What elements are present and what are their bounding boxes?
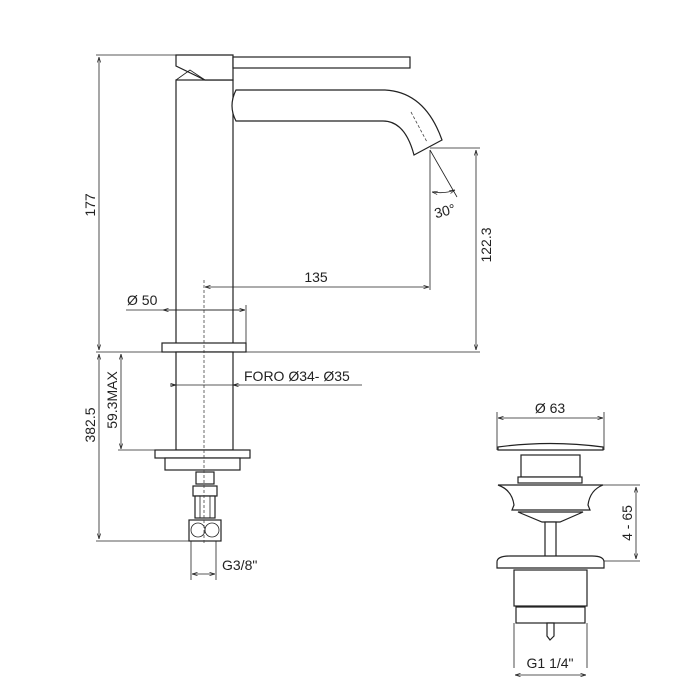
base-diameter-label: Ø 50: [127, 292, 158, 308]
drain-cap: [497, 442, 604, 451]
drain-dimensions: Ø 63 4 - 65 G1 1/4": [496, 400, 640, 675]
max-thickness-label: 59.3MAX: [104, 371, 120, 429]
drain-flange: [497, 484, 604, 511]
thickness-range-label: 4 - 65: [619, 505, 635, 541]
spout-reach-label: 135: [304, 269, 328, 285]
hole-diameter-label: FORO Ø34- Ø35: [244, 368, 350, 384]
drain-drawing: [496, 442, 605, 641]
thread-label: G1 1/4": [527, 655, 574, 671]
drain-pin: [546, 622, 555, 641]
fixing-plate: [154, 449, 251, 459]
cap-diameter-label: Ø 63: [535, 400, 566, 416]
fitting: [195, 471, 215, 485]
drain-stem: [544, 521, 557, 561]
spout-angle-label: 30°: [433, 200, 458, 221]
faucet-drawing: [154, 54, 443, 545]
lever-handle: [232, 56, 411, 69]
hose-length-label: 382.5: [82, 407, 98, 442]
height-total-label: 177: [82, 193, 98, 217]
drain-body: [513, 569, 588, 607]
faucet-dimensions: 177 382.5 59.3MAX 30° 122.3 135 Ø 50 FOR…: [82, 54, 494, 580]
lever-base: [175, 54, 234, 81]
spout: [231, 89, 443, 156]
connection-label: G3/8": [222, 557, 257, 573]
spout-height-label: 122.3: [478, 227, 494, 262]
shank: [175, 351, 234, 451]
faucet-body: [175, 79, 234, 353]
drain-lower-flange: [496, 555, 605, 569]
